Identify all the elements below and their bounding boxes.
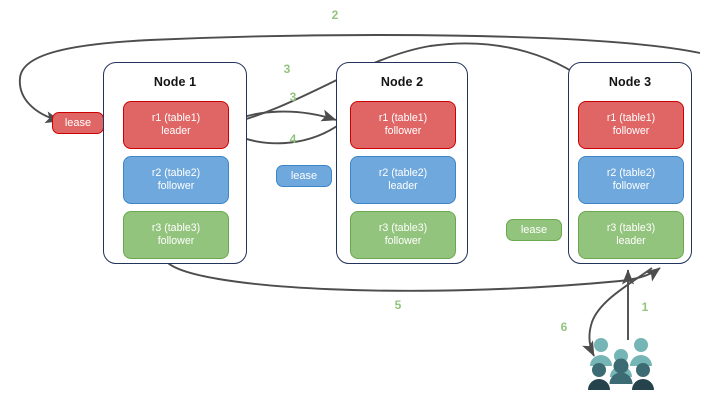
lease-chip-table1[interactable]: lease [52,112,104,134]
step-label-6: 6 [560,320,568,334]
node-box-node-3[interactable]: Node 3 r1 (table1) follower r2 (table2) … [568,62,692,264]
replica-line1: r2 (table2) [151,167,201,179]
step-label-1: 1 [641,300,649,314]
step-label-2: 2 [331,8,339,22]
replica-line1: r1 (table1) [606,112,656,124]
lease-chip-table2[interactable]: lease [276,165,332,187]
replica-line2: leader [616,235,646,247]
node-title: Node 1 [153,75,197,89]
replica-line2: follower [612,180,650,192]
node-title: Node 2 [380,75,424,89]
replica-line2: follower [157,180,195,192]
step-label-4: 4 [289,132,297,146]
node-title: Node 3 [608,75,652,89]
replica-node-1-r2[interactable]: r2 (table2) follower [123,156,229,204]
replica-line2: leader [161,125,191,137]
replica-line1: r1 (table1) [151,112,201,124]
replica-node-3-r2[interactable]: r2 (table2) follower [578,156,684,204]
replica-node-1-r1[interactable]: r1 (table1) leader [123,101,229,149]
replica-line1: r1 (table1) [378,112,428,124]
lease-chip-table3[interactable]: lease [506,219,562,241]
step-label-3-lower: 3 [289,90,297,104]
lease-label: lease [290,170,318,182]
replica-line2: follower [384,235,422,247]
replica-node-3-r1[interactable]: r1 (table1) follower [578,101,684,149]
step-label-5: 5 [394,298,402,312]
replica-node-2-r3[interactable]: r3 (table3) follower [350,211,456,259]
replica-line2: follower [157,235,195,247]
replica-line1: r3 (table3) [378,222,428,234]
replica-node-3-r3[interactable]: r3 (table3) leader [578,211,684,259]
step-label-3-upper: 3 [283,62,291,76]
replica-node-2-r1[interactable]: r1 (table1) follower [350,101,456,149]
replica-line1: r2 (table2) [378,167,428,179]
replica-node-2-r2[interactable]: r2 (table2) leader [350,156,456,204]
replica-line2: leader [388,180,418,192]
lease-label: lease [64,117,92,129]
replica-line1: r3 (table3) [151,222,201,234]
lease-label: lease [520,224,548,236]
replica-line1: r2 (table2) [606,167,656,179]
node-box-node-2[interactable]: Node 2 r1 (table1) follower r2 (table2) … [336,62,468,264]
replica-line2: follower [612,125,650,137]
replica-line2: follower [384,125,422,137]
people-group-icon [588,338,654,390]
replica-node-1-r3[interactable]: r3 (table3) follower [123,211,229,259]
clients-group [588,336,654,390]
arrow-step-5 [167,262,661,292]
replica-line1: r3 (table3) [606,222,656,234]
node-box-node-1[interactable]: Node 1 r1 (table1) leader r2 (table2) fo… [103,62,247,264]
